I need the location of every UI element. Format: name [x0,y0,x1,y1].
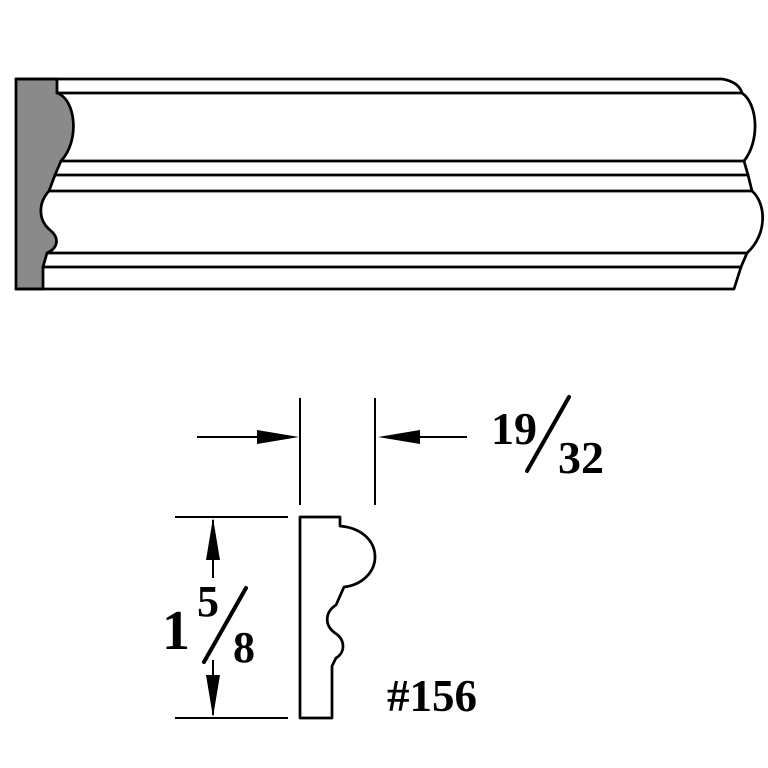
arrowheads [206,430,420,717]
dimension-layer: 19 32 1 5 8 #156 [162,395,604,721]
molding-end-profile-cap [14,77,75,291]
arrow-down-icon [206,675,220,717]
molding-outline [14,77,764,291]
part-number-label: #156 [387,671,477,721]
width-numerator-label: 19 [491,403,537,454]
width-denominator-label: 32 [558,432,604,483]
arrow-right-icon [257,430,299,444]
dimension-labels: 19 32 1 5 8 #156 [162,403,604,721]
height-fraction-slash [202,586,248,664]
elevation-view [14,77,764,291]
height-extension-lines [175,516,288,719]
height-whole-label: 1 [162,600,190,662]
section-view [298,515,377,720]
section-profile-outline [298,515,377,720]
width-extension-lines [299,398,376,505]
arrow-left-icon [378,430,420,444]
arrow-up-icon [206,518,220,560]
molding-feature-lines [41,91,754,269]
height-numerator-label: 5 [197,577,219,626]
height-denominator-label: 8 [233,623,255,672]
width-fraction-slash [525,395,571,473]
